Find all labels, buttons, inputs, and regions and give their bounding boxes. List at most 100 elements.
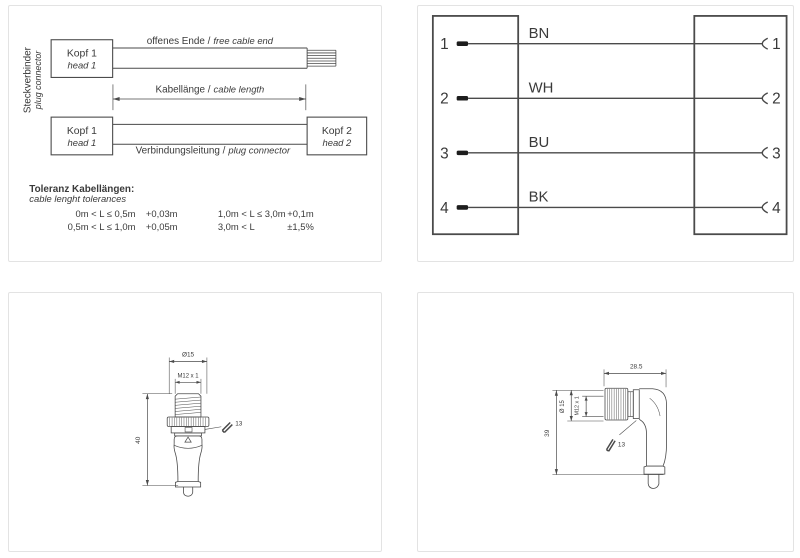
wrench-size-label: 13 — [235, 420, 243, 427]
arrow — [145, 480, 149, 486]
pin-number-right: 4 — [772, 200, 781, 217]
knurl-lines — [607, 388, 626, 420]
cable-stub — [183, 486, 194, 497]
knurl-lines — [169, 417, 206, 426]
arrow-right — [299, 96, 306, 101]
wiring-diagram: 1 BN 1 2 WH 2 3 BU 3 — [431, 15, 788, 236]
wire-row: 3 BU 3 — [440, 135, 781, 162]
dimension-length: 40 — [135, 393, 179, 486]
wrench-callout: 13 — [204, 420, 243, 434]
grip-right-edge — [197, 443, 203, 482]
arrow — [604, 371, 609, 375]
wire-color-label: BU — [529, 135, 550, 151]
tol-value-1: +0,03m — [146, 208, 178, 219]
tolerance-title-en: cable lenght tolerances — [29, 193, 126, 204]
wire-row: 1 BN 1 — [440, 26, 781, 53]
arrow — [169, 359, 175, 364]
panel-angled-connector: 28.5 39 Ø 15 — [417, 292, 794, 552]
tol-value-2: +0,1m — [287, 208, 314, 219]
pin-contact-icon — [456, 41, 469, 46]
arrow — [554, 390, 558, 396]
pin-contact-icon — [456, 205, 469, 210]
socket-contact-icon — [761, 37, 769, 50]
free-end-label-en: free cable end — [213, 35, 273, 46]
tol-range-2: 1,0m < L ≤ 3,0m — [218, 208, 286, 219]
arrow-left — [112, 96, 120, 101]
pin-number-left: 2 — [440, 91, 449, 108]
connection-assembly: Kopf 1 head 1 Kopf 2 head 2 Verbindungsl… — [50, 116, 368, 156]
arrow — [175, 380, 180, 384]
neck — [174, 432, 202, 437]
knurled-nut — [166, 416, 210, 427]
socket-contact-icon — [761, 92, 769, 105]
grip-left-edge — [173, 443, 179, 482]
connection-label-de: Verbindungsleitung / — [136, 145, 226, 156]
pin-number-left: 1 — [440, 36, 449, 53]
cable-length-dimension: Kabellänge /cable length — [112, 83, 307, 111]
tol-range-3: 0,5m < L ≤ 1,0m — [68, 221, 136, 232]
collar-slot — [184, 427, 193, 433]
pin-number-right: 2 — [772, 91, 781, 108]
body-top — [173, 435, 203, 444]
socket-contact-icon — [761, 146, 769, 159]
side-label-de: Steckverbinder — [22, 46, 33, 113]
wrench-callout: 13 — [605, 420, 637, 452]
diameter-label: Ø 15 — [560, 399, 566, 413]
head2-box — [306, 116, 368, 156]
head2-label-de: Kopf 2 — [322, 126, 352, 137]
panel-cable-structure: Steckverbinder plug connector Kopf 1 hea… — [8, 5, 382, 262]
dimension-height: 39 — [544, 389, 664, 475]
free-end-label: offenes Ende /free cable end — [147, 35, 274, 47]
thread-hatch — [175, 396, 201, 415]
orientation-triangle-icon — [184, 436, 192, 443]
head1-label2-en: head 1 — [67, 137, 96, 148]
cable-stub — [647, 474, 660, 489]
tol-value-4: ±1,5% — [287, 221, 314, 232]
arrow — [201, 359, 207, 364]
arrow — [584, 396, 588, 401]
tolerance-row: 0,5m < L ≤ 1,0m +0,05m 3,0m < L ±1,5% — [68, 221, 315, 232]
tol-range-4: 3,0m < L — [218, 221, 255, 232]
wire-color-label: BK — [529, 189, 549, 205]
straight-connector-drawing: Ø15 M12 x 1 — [135, 352, 243, 497]
bottom-flange — [175, 481, 202, 488]
pin-number-right: 1 — [772, 36, 781, 53]
panel-straight-connector: Ø15 M12 x 1 — [8, 292, 382, 552]
leader-line — [204, 426, 222, 430]
width-label: 28.5 — [630, 363, 643, 370]
grip-shoulder-line — [174, 445, 203, 449]
connector-left-box — [431, 15, 520, 236]
leader-line — [619, 420, 637, 436]
pin-contact-icon — [456, 95, 469, 101]
panel-wiring-diagram: 1 BN 1 2 WH 2 3 BU 3 — [417, 5, 794, 262]
pin-number-left: 4 — [440, 200, 449, 217]
diameter-label: Ø15 — [182, 352, 195, 359]
connector-body — [166, 393, 210, 497]
open-end-assembly: Kopf 1 head 1 offenes Ende /free cable e… — [50, 35, 337, 78]
socket-contact-icon — [761, 201, 769, 214]
dimension-diameter: Ø 15 — [560, 390, 604, 422]
arrow — [569, 416, 573, 422]
cable-length-label-de: Kabellänge / — [155, 84, 210, 95]
wire-color-label: WH — [529, 80, 554, 96]
wrench-size-label: 13 — [618, 441, 626, 448]
pin-number-right: 3 — [772, 145, 781, 162]
head2-label-en: head 2 — [322, 137, 352, 148]
pin-contact-icon — [456, 150, 469, 156]
pin-number-left: 3 — [440, 145, 449, 162]
arrow — [145, 393, 149, 400]
head1-box-bottom — [50, 116, 114, 156]
dimension-thread: M12 x 1 — [174, 373, 202, 394]
wire-color-label: BN — [529, 26, 550, 42]
wire-row: 2 WH 2 — [440, 80, 781, 107]
arrow — [554, 469, 558, 475]
bottom-flange — [643, 465, 666, 475]
connection-label-en: plug connector — [227, 144, 291, 155]
wire-row: 4 BK 4 — [440, 189, 781, 216]
dimension-width: 28.5 — [603, 363, 667, 388]
dimension-diameter: Ø15 — [168, 352, 208, 394]
wrench-icon — [221, 421, 233, 434]
cable-length-label: Kabellänge /cable length — [155, 83, 264, 95]
side-label-en: plug connector — [33, 50, 43, 110]
